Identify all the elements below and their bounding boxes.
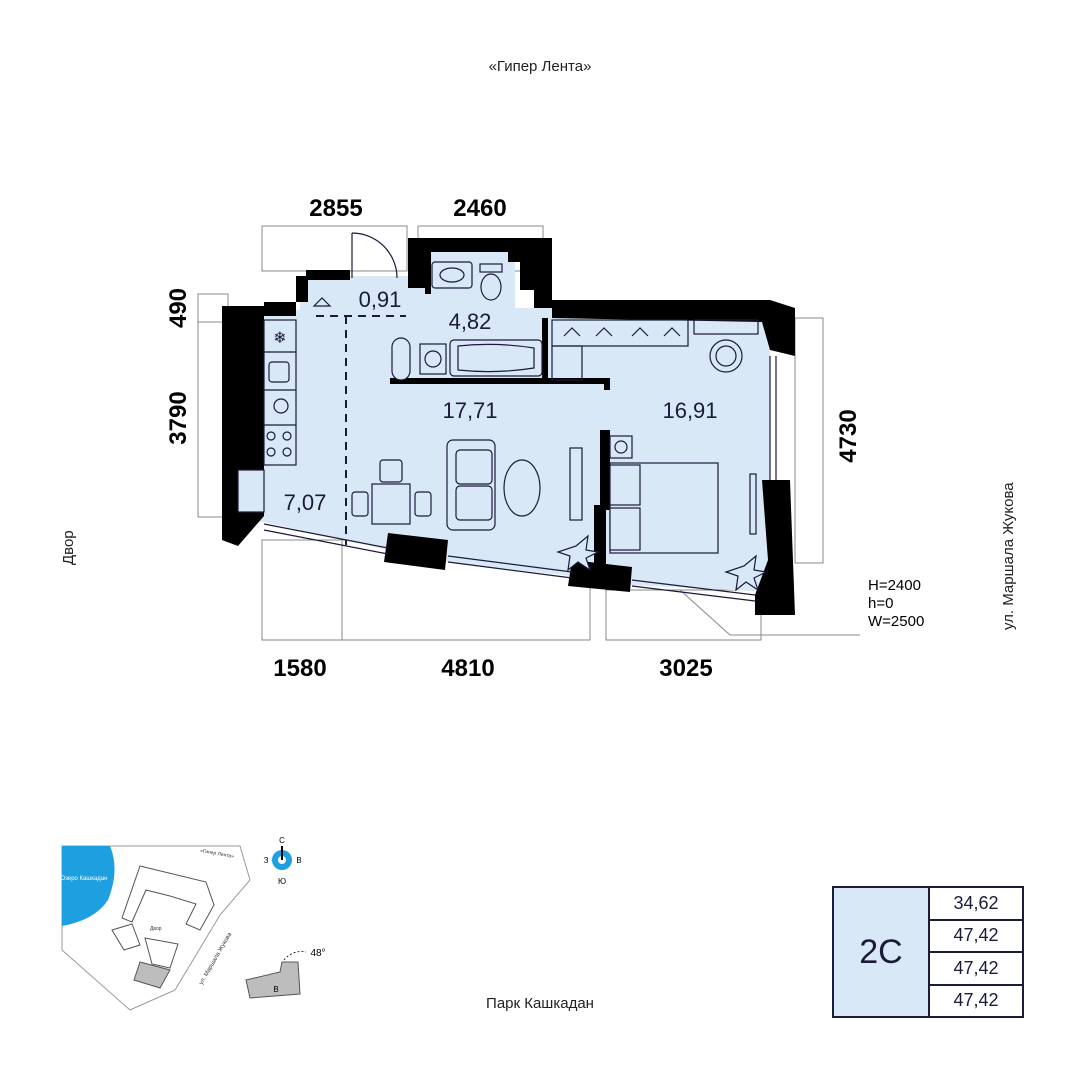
apartment-info-table: 2С 34,62 47,42 47,42 47,42: [832, 886, 1024, 1018]
dim-bottom-mid: 4810: [441, 655, 494, 682]
bed: [609, 435, 757, 554]
lake-shape: [62, 846, 115, 926]
compass: С Ю З В: [264, 836, 302, 886]
dim-top-right: 2460: [453, 195, 506, 222]
dim-left-lower: 3790: [165, 391, 192, 444]
minimap-lake-label: Озеро Кашкадан: [61, 876, 108, 882]
minimap-store-label: «Гипер Лента»: [200, 848, 235, 860]
compass-west: З: [264, 856, 269, 865]
apartment-area-1: 34,62: [930, 888, 1022, 921]
sofa: [446, 439, 583, 531]
north-landmark-label: «Гипер Лента»: [488, 58, 592, 75]
bathroom-fixtures: [391, 261, 543, 381]
room-area-bathroom: 4,82: [449, 309, 492, 334]
compass-north: С: [279, 836, 285, 845]
compass-south: Ю: [278, 877, 286, 886]
room-area-kitchen: 7,07: [284, 490, 327, 515]
room-area-living: 17,71: [442, 398, 497, 423]
dim-bottom-right: 3025: [659, 655, 712, 682]
apartment-code: 2С: [834, 888, 930, 1016]
window-sill: h=0: [868, 595, 893, 612]
dim-bottom-left: 1580: [273, 655, 326, 682]
kitchen-units: [237, 319, 297, 513]
minimap-yard-label: Двор: [150, 926, 162, 932]
dim-left-upper: 490: [165, 288, 192, 328]
apartment-area-3: 47,42: [930, 953, 1022, 986]
dining-set: [351, 459, 432, 525]
apartment-area-4: 47,42: [953, 990, 999, 1011]
window-width: W=2500: [868, 613, 924, 630]
orientation-block-label: В: [273, 985, 278, 994]
apartment-area-2: 47,42: [930, 921, 1022, 953]
south-landmark-label: Парк Кашкадан: [486, 995, 594, 1012]
minimap-building-highlight: [133, 961, 171, 989]
compass-east: В: [296, 856, 301, 865]
freezer-icon: ❄: [273, 330, 286, 347]
window-height: H=2400: [868, 577, 921, 594]
orientation-block: 48° В: [245, 948, 326, 999]
site-minimap: Озеро Кашкадан «Гипер Лента» Двор ул. Ма…: [61, 845, 251, 1011]
dim-top-left: 2855: [309, 195, 362, 222]
room-area-bedroom: 16,91: [662, 398, 717, 423]
room-area-hall: 0,91: [359, 287, 402, 312]
dim-right: 4730: [835, 409, 862, 462]
orientation-angle: 48°: [310, 948, 325, 959]
